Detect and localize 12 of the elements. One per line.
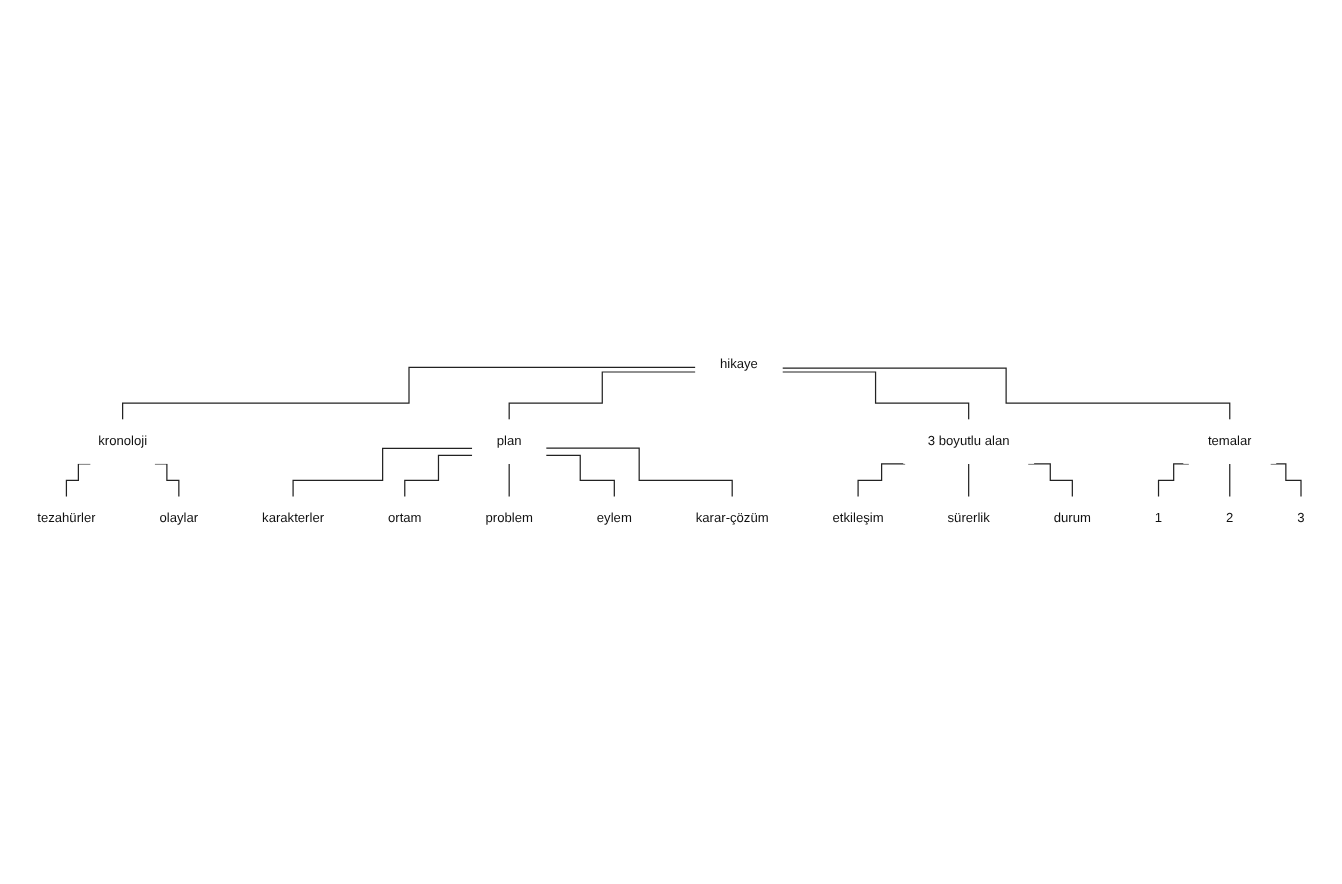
connector <box>545 447 733 498</box>
connector <box>1229 463 1231 498</box>
connector <box>857 463 906 498</box>
connector <box>781 367 1231 421</box>
connector <box>968 463 970 498</box>
connector <box>404 455 473 498</box>
connector <box>781 371 970 421</box>
connector <box>545 454 615 498</box>
connector <box>508 463 510 498</box>
connector <box>292 448 473 498</box>
connector <box>122 367 696 421</box>
connector <box>508 371 696 421</box>
